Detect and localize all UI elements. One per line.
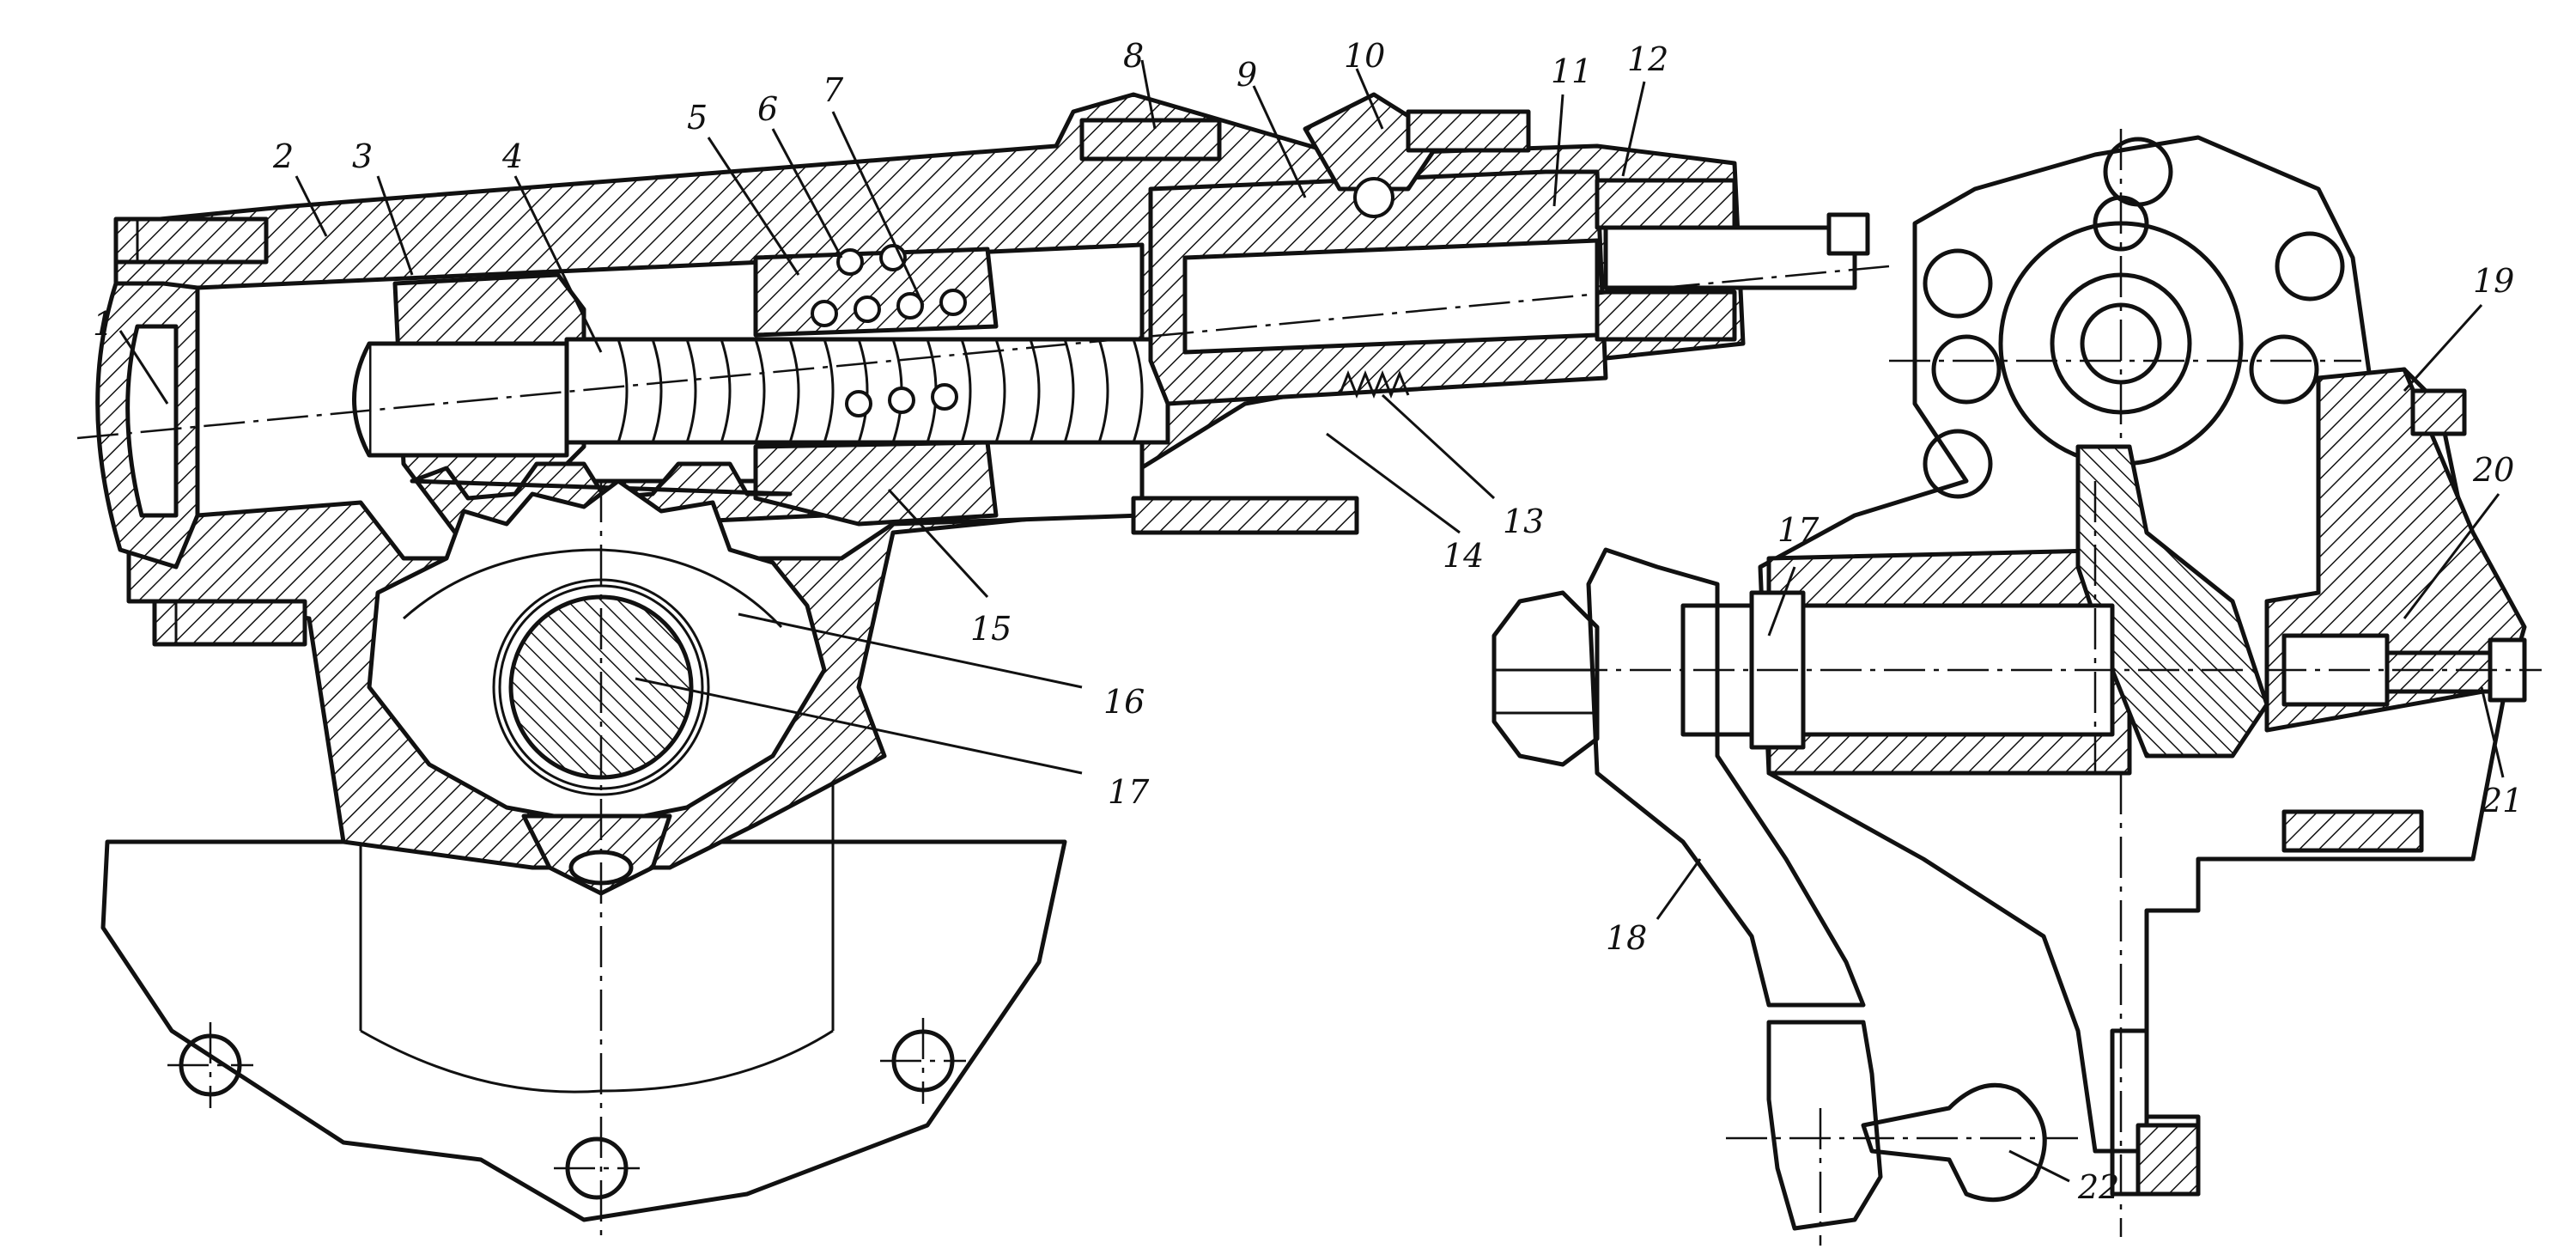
callout-1: 1 [93, 305, 113, 343]
cross-section [1492, 129, 2542, 1246]
flange-bolts [1923, 137, 2345, 499]
callout-11: 11 [1551, 52, 1592, 90]
longitudinal-section [76, 92, 1890, 1237]
callout-17-left: 17 [1108, 773, 1150, 811]
callout-14: 14 [1443, 537, 1484, 575]
valve-bolt [1079, 118, 1222, 161]
callout-19: 19 [2473, 262, 2514, 300]
callout-13: 13 [1503, 503, 1544, 540]
shaft-end [1603, 225, 1857, 290]
pitman-nut [1492, 590, 1600, 767]
callout-5: 5 [687, 99, 708, 137]
callout-3: 3 [352, 137, 373, 175]
steering-screw [564, 337, 1170, 445]
callout-8: 8 [1123, 37, 1144, 75]
callout-10: 10 [1344, 37, 1385, 75]
ball-stud [1766, 1020, 1883, 1231]
piston-rod [367, 341, 569, 458]
callout-4: 4 [501, 137, 523, 175]
callout-21: 21 [2481, 782, 2523, 819]
pitman-arm [1586, 547, 1866, 1008]
input-shaft [1182, 238, 1600, 355]
callout-12: 12 [1627, 40, 1668, 78]
ball-pin [1861, 1082, 2047, 1203]
leader-lines [118, 59, 2505, 1183]
recirculating-balls [811, 244, 967, 417]
cover-bolts [113, 216, 307, 647]
callout-7: 7 [823, 71, 844, 109]
callout-2: 2 [272, 137, 294, 175]
callout-9: 9 [1236, 56, 1257, 94]
callout-labels: 1 2 3 4 5 6 7 8 9 10 11 12 13 14 15 16 1… [93, 37, 2523, 1206]
callout-6: 6 [757, 90, 778, 128]
callout-15: 15 [970, 610, 1012, 648]
callout-22: 22 [2077, 1168, 2119, 1206]
callout-18: 18 [1606, 919, 1647, 957]
callout-20: 20 [2472, 451, 2514, 489]
callout-17-right: 17 [1777, 511, 1820, 549]
reaction-spring [1338, 369, 1410, 399]
callout-16: 16 [1103, 683, 1145, 721]
lock-nut [2385, 650, 2501, 694]
